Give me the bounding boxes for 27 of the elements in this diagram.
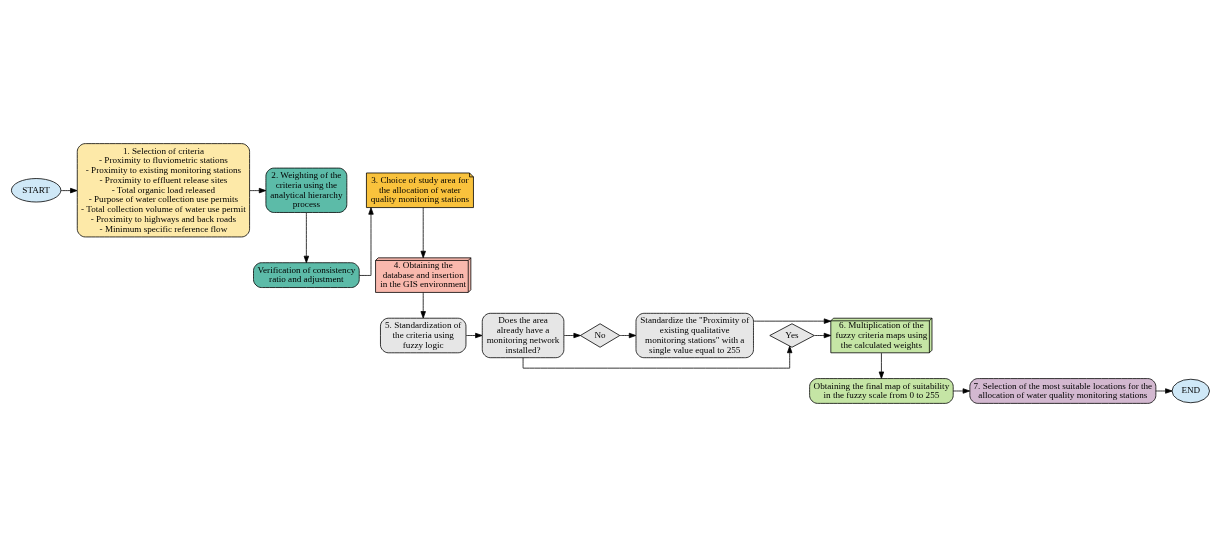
arrow [878, 352, 885, 379]
arrow [753, 318, 832, 324]
arrow [420, 207, 426, 259]
node-box: 7. Selection of the most suitable locations for the allocation of water quality monitoring stations [969, 378, 1157, 404]
node-box: 1. Selection of criteria - Proximity to fluviometric stations - Proximity to existing monitoring stations - Proximity to effluent release sites - Total organic load released - Purpose of water collection use permits - Total collection volume of water use permit - Proximity to highways and back roads - Minimum specific reference flow [76, 143, 250, 238]
arrow [303, 212, 310, 264]
arrow [563, 332, 581, 339]
node-ellipse: END [1171, 378, 1210, 404]
arrow [522, 345, 793, 369]
node-diamond: No [580, 323, 621, 348]
arrow [60, 187, 78, 194]
arrow [359, 207, 374, 276]
node-box: 2. Weighting of the criteria using the analytical hierarchy process [265, 167, 348, 213]
node-box: Does the area already have a monitoring network installed? [481, 312, 565, 359]
arrow [249, 187, 267, 194]
arrow [813, 332, 832, 339]
arrow [465, 332, 483, 339]
node-ellipse: START [11, 178, 62, 203]
node-box: Obtaining the final map of suitability in the fuzzy scale from 0 to 255 [809, 378, 954, 404]
arrow [619, 332, 637, 339]
node-box: Verification of consistency ratio and adjustment [253, 262, 360, 288]
arrow [1155, 388, 1173, 394]
node-box: 5. Standardization of the criteria using fuzzy logic [380, 317, 467, 354]
node-box: Standardize the "Proximity of existing qualitative monitoring stations" with a single value equal to 255 [635, 312, 754, 359]
node-diamond: Yes [769, 323, 815, 348]
arrow [953, 388, 970, 394]
arrow [420, 292, 426, 319]
